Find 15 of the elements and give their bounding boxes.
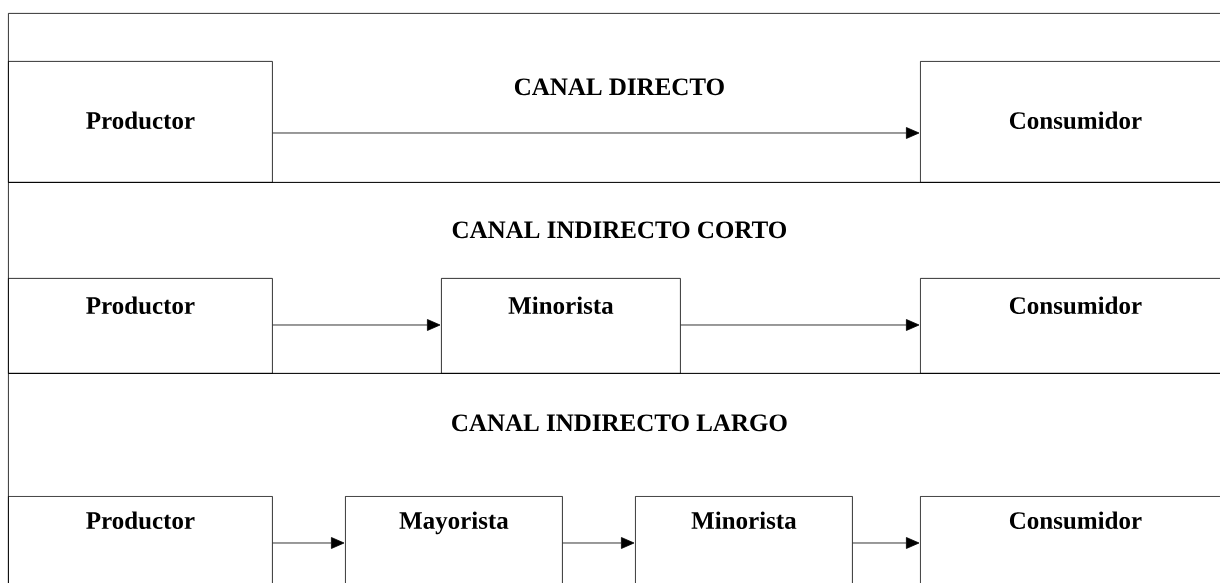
arrow	[852, 537, 920, 549]
process-box: Consumidor	[920, 278, 1220, 374]
process-box: Mayorista	[345, 496, 563, 583]
arrow	[272, 319, 441, 331]
process-box: Productor	[8, 278, 273, 374]
process-box: Consumidor	[920, 496, 1220, 583]
process-box: Productor	[8, 61, 273, 183]
process-box: Consumidor	[920, 61, 1220, 183]
process-box: Minorista	[441, 278, 681, 374]
arrow	[272, 537, 345, 549]
arrow	[272, 127, 920, 139]
arrow	[562, 537, 635, 549]
process-box: Minorista	[635, 496, 853, 583]
arrow	[680, 319, 920, 331]
process-box: Productor	[8, 496, 273, 583]
